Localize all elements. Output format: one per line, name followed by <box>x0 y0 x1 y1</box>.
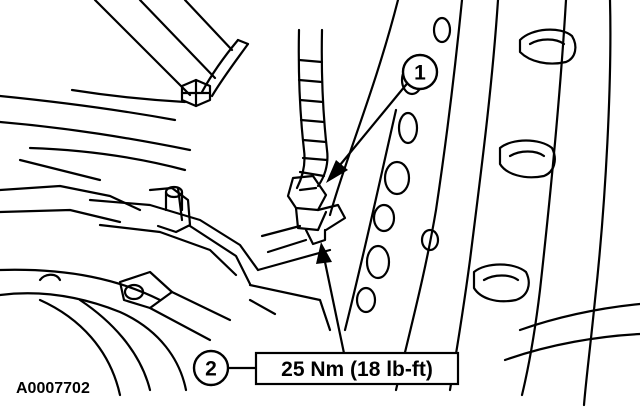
leader-line-2 <box>323 261 347 359</box>
callout-arrows <box>316 79 411 359</box>
torque-spec-box <box>254 351 460 386</box>
arrowhead-2 <box>316 242 332 264</box>
callout-1-circle <box>401 53 439 91</box>
torque-spec-text: 25 Nm (18 lb-ft) <box>281 358 433 381</box>
callout-2: 2 25 Nm (18 lb-ft) <box>192 349 460 387</box>
callout-1-number: 1 <box>414 62 426 85</box>
callout-1: 1 <box>401 53 439 91</box>
leader-line-1 <box>339 79 411 166</box>
callout-2-number: 2 <box>205 358 217 381</box>
figure-id: A0007702 <box>16 380 90 397</box>
arrowhead-1 <box>326 160 348 183</box>
